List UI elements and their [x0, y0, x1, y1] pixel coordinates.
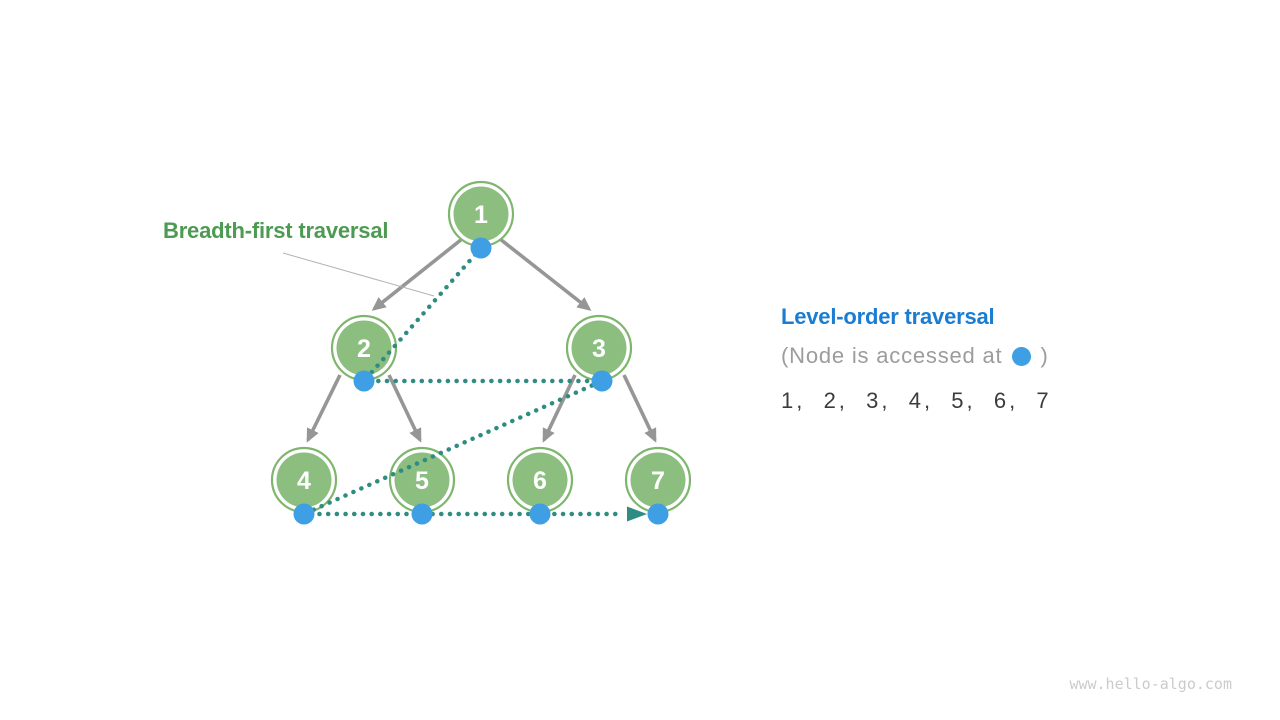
- access-dot-6: [529, 503, 551, 525]
- tree-node-2: 2: [330, 314, 398, 382]
- node-body: [630, 452, 686, 508]
- breadth-first-label: Breadth-first traversal: [163, 218, 389, 243]
- node-value: 1: [474, 201, 488, 229]
- node-value: 5: [415, 467, 429, 495]
- edge-1-2: [371, 237, 464, 311]
- edge-2-5: [387, 374, 422, 443]
- node-value: 3: [592, 335, 606, 363]
- watermark: www.hello-algo.com: [1069, 675, 1232, 693]
- access-dot-3: [591, 370, 613, 392]
- legend-note: (Node is accessed at ): [781, 345, 1052, 367]
- node-body: [453, 186, 509, 242]
- legend-note-prefix: (Node is accessed at: [781, 343, 1003, 368]
- node-access-dots: [293, 237, 669, 525]
- tree-edges: [306, 237, 657, 443]
- tree-nodes: 1 2 3 4 5: [270, 180, 692, 514]
- node-value: 4: [297, 467, 311, 495]
- legend-note-suffix: ): [1040, 343, 1049, 368]
- node-body: [571, 320, 627, 376]
- node-body: [512, 452, 568, 508]
- access-dot-5: [411, 503, 433, 525]
- edge-3-7: [622, 374, 657, 443]
- access-dot-4: [293, 503, 315, 525]
- access-dot-7: [647, 503, 669, 525]
- edge-3-6: [542, 374, 577, 443]
- traversal-sequence: 1, 2, 3, 4, 5, 6, 7: [781, 388, 1052, 413]
- tree-node-5: 5: [388, 446, 456, 514]
- edge-2-4: [306, 374, 342, 443]
- tree-node-6: 6: [506, 446, 574, 514]
- tree-node-3: 3: [565, 314, 633, 382]
- access-dot-1: [470, 237, 492, 259]
- access-dot-2: [353, 370, 375, 392]
- legend-panel: Level-order traversal (Node is accessed …: [781, 306, 1052, 412]
- node-body: [336, 320, 392, 376]
- tree-node-4: 4: [270, 446, 338, 514]
- node-value: 6: [533, 467, 547, 495]
- edge-1-3: [498, 237, 592, 311]
- node-value: 7: [651, 467, 665, 495]
- tree-node-1: 1: [447, 180, 515, 248]
- access-dot-icon: [1012, 346, 1032, 366]
- node-body: [276, 452, 332, 508]
- tree-node-7: 7: [624, 446, 692, 514]
- label-pointer-line: [282, 252, 435, 297]
- node-value: 2: [357, 335, 371, 363]
- legend-title: Level-order traversal: [781, 304, 995, 329]
- traversal-arrowhead-icon: [627, 506, 647, 522]
